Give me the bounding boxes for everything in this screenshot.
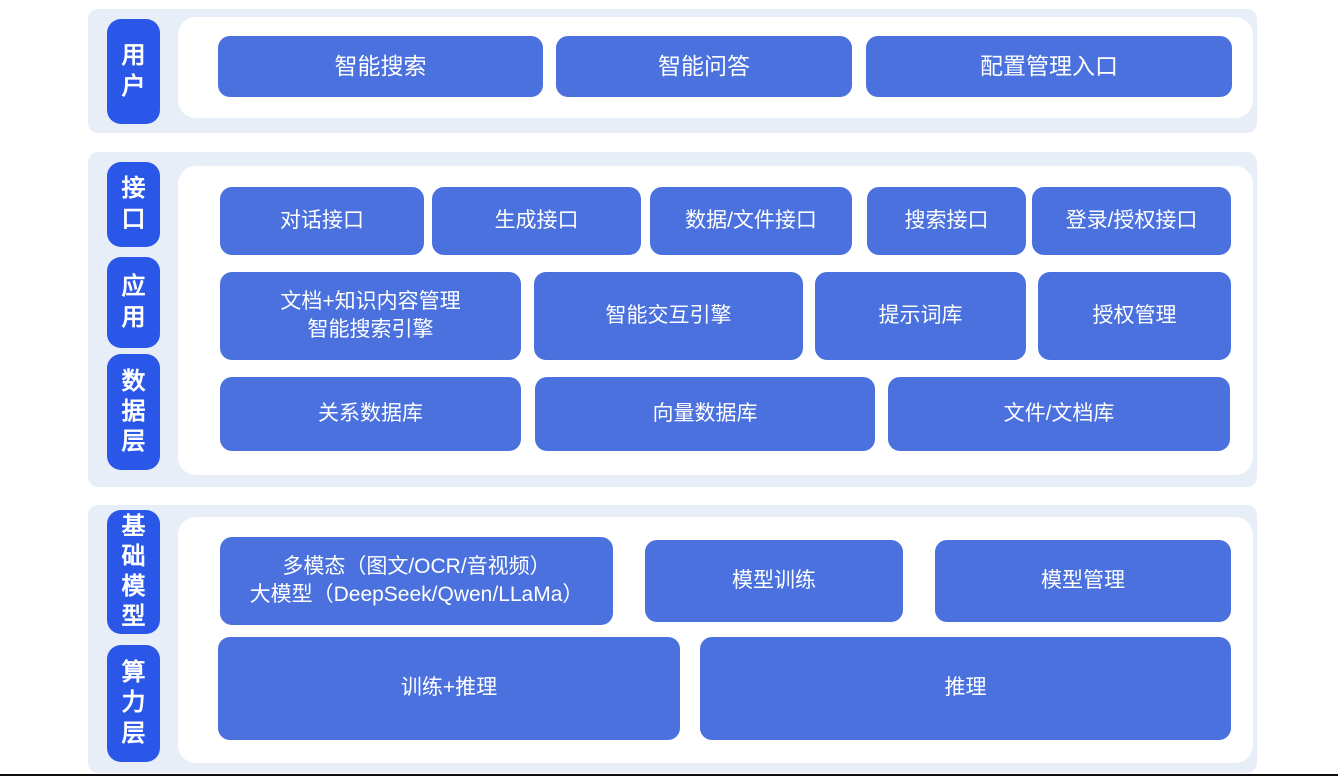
block-dialog-api: 对话接口 — [220, 187, 424, 255]
block-label-line1: 多模态（图文/OCR/音视频） — [282, 554, 551, 578]
block-smart-search: 智能搜索 — [218, 36, 543, 97]
section-label-application: 应用 — [107, 257, 160, 348]
block-model-training: 模型训练 — [645, 540, 903, 622]
block-vector-db: 向量数据库 — [535, 377, 875, 451]
block-label-line2: 大模型（DeepSeek/Qwen/LLaMa） — [249, 583, 584, 606]
section-label-interface: 接口 — [107, 162, 160, 247]
block-doc-knowledge-search-engine: 文档+知识内容管理 智能搜索引擎 — [220, 272, 521, 360]
block-file-doc-store: 文件/文档库 — [888, 377, 1230, 451]
section-label-data-layer: 数据层 — [107, 354, 160, 470]
block-auth-management: 授权管理 — [1038, 272, 1231, 360]
block-prompt-library: 提示词库 — [815, 272, 1026, 360]
block-search-api: 搜索接口 — [867, 187, 1026, 255]
block-label-line1: 文档+知识内容管理 — [280, 289, 461, 313]
block-config-management-entry: 配置管理入口 — [866, 36, 1232, 97]
block-training-inference: 训练+推理 — [218, 637, 680, 740]
block-login-auth-api: 登录/授权接口 — [1032, 187, 1231, 255]
block-relational-db: 关系数据库 — [220, 377, 521, 451]
block-label-line2: 智能搜索引擎 — [307, 318, 434, 341]
block-smart-qa: 智能问答 — [556, 36, 852, 97]
block-inference: 推理 — [700, 637, 1231, 740]
block-generation-api: 生成接口 — [432, 187, 641, 255]
block-model-management: 模型管理 — [935, 540, 1231, 622]
section-label-user: 用户 — [107, 19, 160, 124]
section-label-compute-layer: 算力层 — [107, 645, 160, 762]
section-label-foundation-model: 基础模型 — [107, 510, 160, 634]
block-multimodal-llm: 多模态（图文/OCR/音视频） 大模型（DeepSeek/Qwen/LLaMa） — [220, 537, 613, 625]
block-smart-interaction-engine: 智能交互引擎 — [534, 272, 803, 360]
block-data-file-api: 数据/文件接口 — [650, 187, 852, 255]
bottom-divider-line — [0, 774, 1338, 776]
